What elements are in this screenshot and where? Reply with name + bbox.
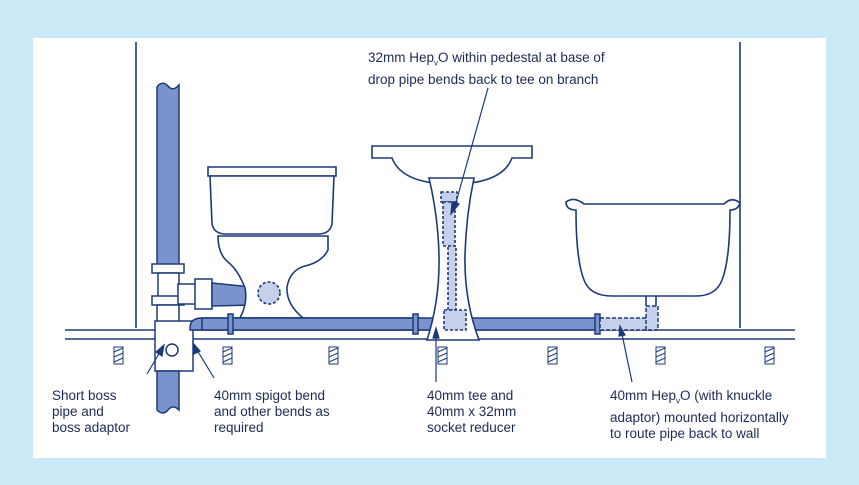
callout-knuckle-line1-sub: v: [676, 396, 681, 406]
callout-leaders: [146, 87, 633, 383]
callout-spigot-line1: 40mm spigot bend: [214, 388, 326, 403]
callout-knuckle-line3: to route pipe back to wall: [610, 425, 760, 441]
callout-tee-line1: 40mm tee and: [427, 388, 514, 403]
callout-knuckle-line1-b: O (with knuckle: [680, 388, 773, 403]
callout-boss-line2: pipe and: [52, 404, 104, 419]
callout-tee-line3: socket reducer: [427, 420, 516, 435]
callout-top-line1-b: O within pedestal at base of: [438, 50, 605, 65]
callout-knuckle-line2: adaptor) mounted horizontally: [610, 409, 789, 425]
callout-tee: 40mm tee and 40mm x 32mm socket reducer: [427, 388, 516, 436]
callout-top-line1: 32mm HepvO within pedestal at base of: [368, 50, 605, 72]
callout-knuckle-line1: 40mm HepvO (with knuckle: [610, 388, 789, 410]
callout-spigot-line2: and other bends as: [214, 404, 330, 419]
callout-boss-line1: Short boss: [52, 388, 117, 403]
callout-top-line1-a: 32mm Hep: [368, 50, 435, 65]
callout-spigot: 40mm spigot bend and other bends as requ…: [214, 388, 330, 436]
callout-knuckle-line1-a: 40mm Hep: [610, 388, 677, 403]
bath-icon: [565, 198, 741, 306]
walls: [135, 42, 741, 328]
callout-boss-line3: boss adaptor: [52, 420, 131, 435]
callout-boss: Short boss pipe and boss adaptor: [52, 388, 130, 436]
callout-top: 32mm HepvO within pedestal at base of dr…: [368, 50, 605, 88]
drain-pipe: [189, 305, 659, 335]
callout-spigot-line3: required: [214, 420, 264, 435]
callout-top-line1-sub: v: [434, 58, 439, 68]
soil-stack-icon: [151, 82, 253, 414]
callout-top-line2: drop pipe bends back to tee on branch: [368, 71, 599, 87]
callout-tee-line2: 40mm x 32mm: [427, 404, 517, 419]
floor-joist-icon: [113, 346, 775, 365]
callout-knuckle: 40mm HepvO (with knuckle adaptor) mounte…: [610, 388, 789, 442]
basin-icon: [371, 145, 533, 341]
